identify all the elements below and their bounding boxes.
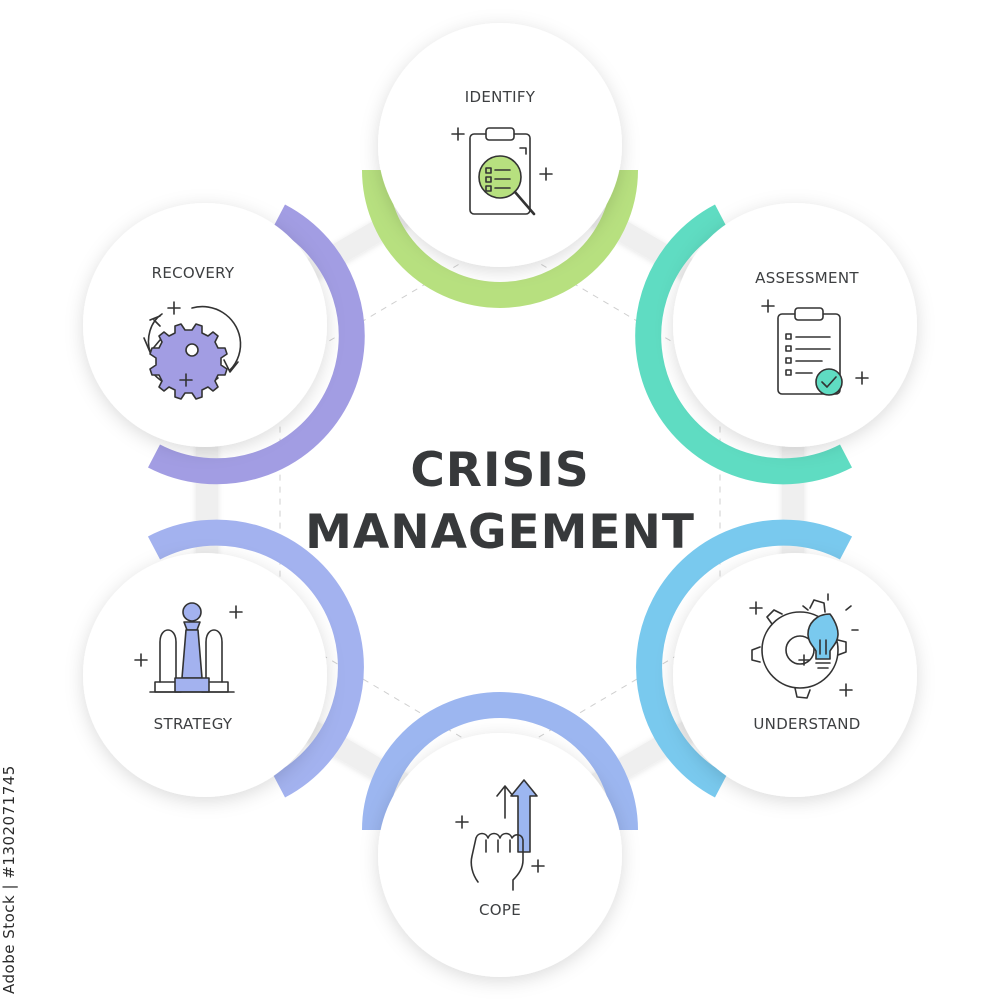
circle-strategy <box>83 553 327 797</box>
title-line-1: CRISIS <box>410 443 590 498</box>
fist-arrows-icon <box>455 779 545 891</box>
arc-recovery <box>148 204 365 485</box>
clipboard-magnifier-icon <box>451 127 553 216</box>
diagram-title: CRISIS MANAGEMENT <box>300 440 700 564</box>
chess-pieces-icon <box>134 602 243 693</box>
arc-assessment <box>635 204 852 485</box>
circle-understand <box>673 553 917 797</box>
step-label-recovery: RECOVERY <box>151 264 235 282</box>
step-label-strategy: STRATEGY <box>153 715 233 733</box>
circle-assessment <box>673 203 917 447</box>
gear-cycle-icon <box>143 301 242 400</box>
stock-watermark: Adobe Stock | #1302071745 <box>0 765 18 995</box>
arc-strategy <box>147 519 364 798</box>
circle-recovery <box>83 203 327 447</box>
title-line-2: MANAGEMENT <box>305 505 695 560</box>
step-label-cope: COPE <box>478 901 521 919</box>
arc-cope <box>362 692 638 831</box>
circle-cope <box>378 733 622 977</box>
gear-lightbulb-icon <box>749 593 859 699</box>
step-label-identify: IDENTIFY <box>464 88 536 106</box>
clipboard-check-icon <box>761 299 869 396</box>
circle-identify <box>378 23 622 267</box>
step-label-assessment: ASSESSMENT <box>755 269 859 287</box>
arc-identify <box>362 169 638 308</box>
step-label-understand: UNDERSTAND <box>753 715 861 733</box>
arc-understand <box>636 519 853 798</box>
